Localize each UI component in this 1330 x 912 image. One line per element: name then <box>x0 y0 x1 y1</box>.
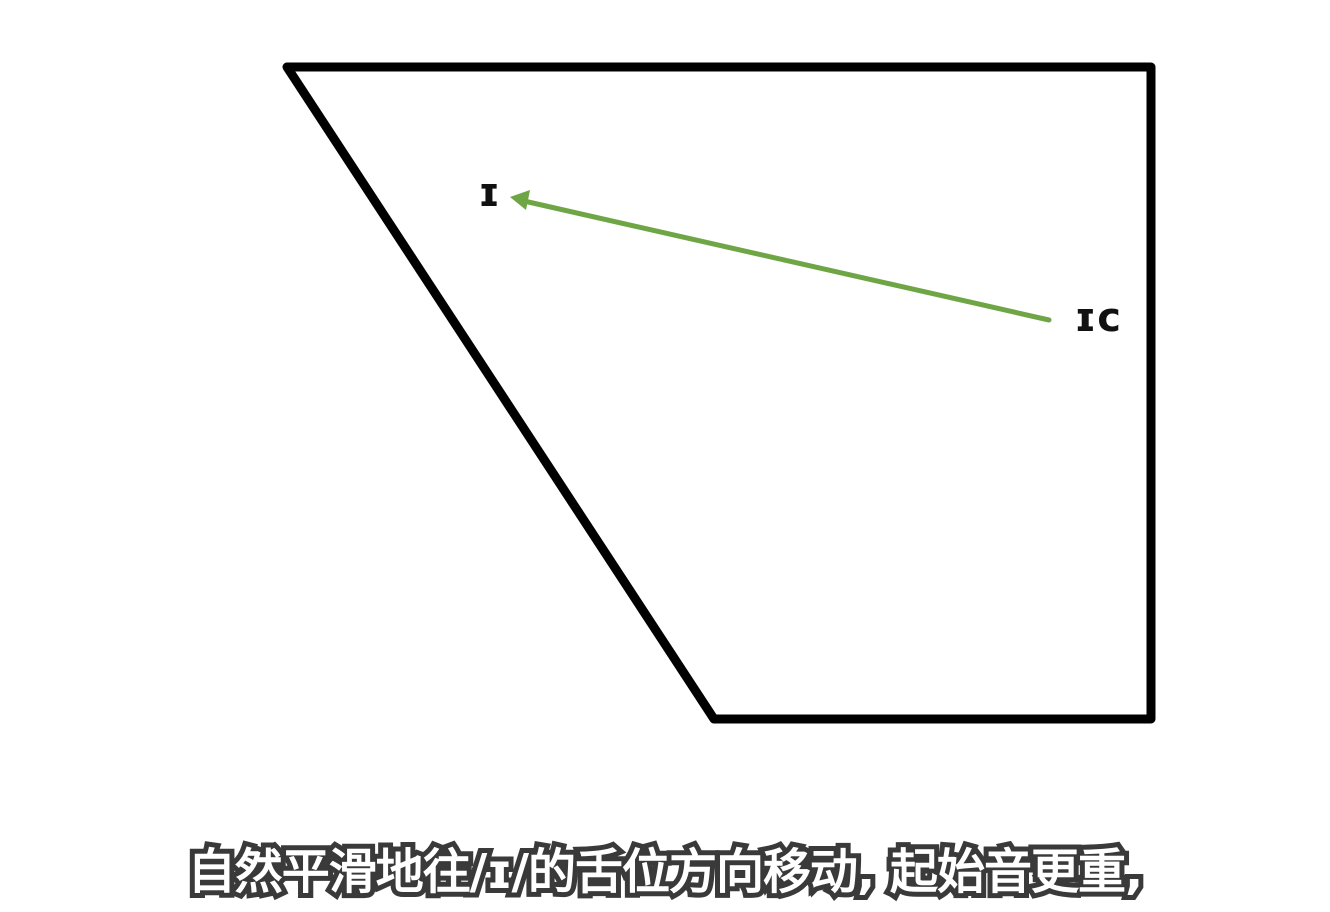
diphthong-glide-arrow <box>521 198 1052 323</box>
start-vowel-label: ɔɪ <box>1074 299 1120 345</box>
vowel-trapezoid-outline <box>282 62 1156 724</box>
arrowhead <box>510 190 530 210</box>
end-vowel-label: ɪ <box>478 174 500 220</box>
subtitle-caption: 自然平滑地往/ɪ/的舌位方向移动, 起始音更重, <box>183 839 1148 905</box>
